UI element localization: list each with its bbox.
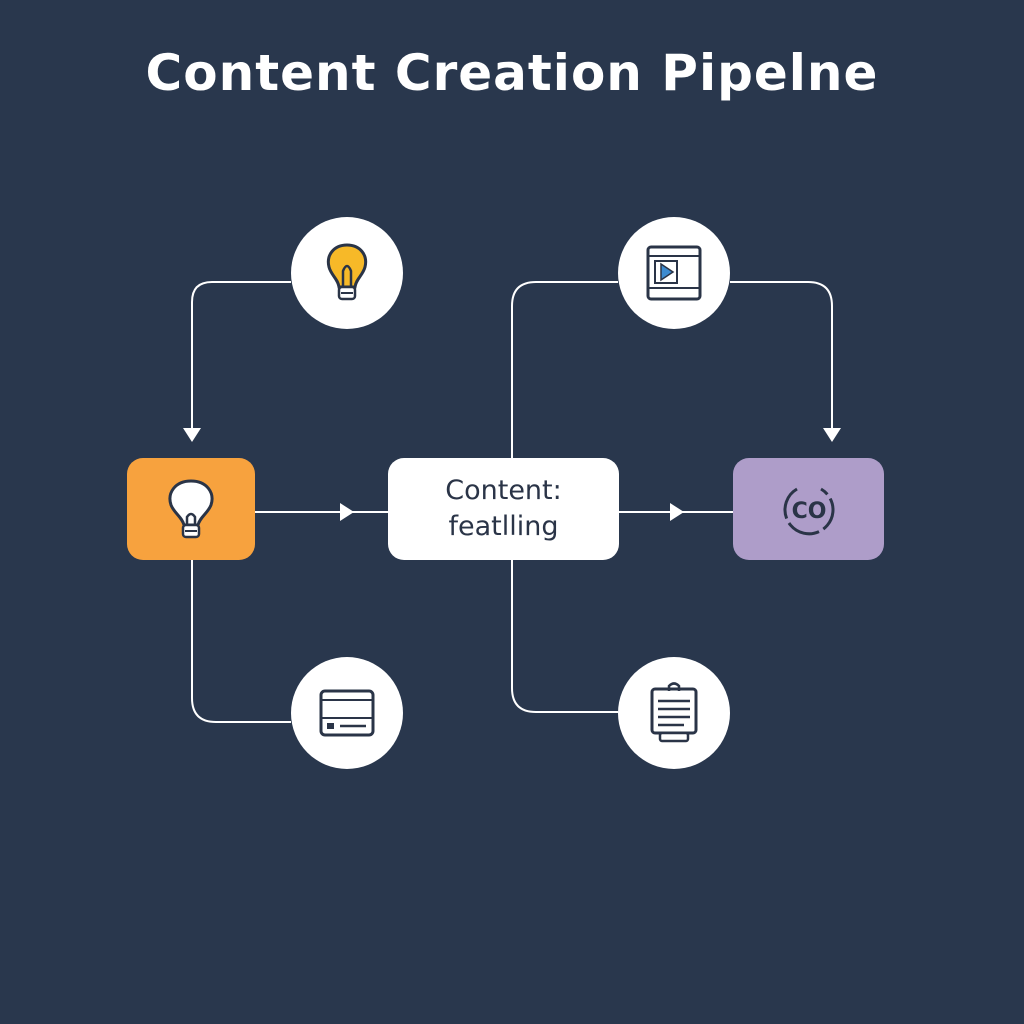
connector-center-bottom-right xyxy=(511,560,618,713)
publish-node-label: CO xyxy=(791,499,826,524)
browser-circle-node[interactable] xyxy=(291,657,403,769)
connector-top-left xyxy=(191,281,291,430)
arrowhead xyxy=(340,503,354,521)
idea-node[interactable] xyxy=(127,458,255,560)
arrowhead xyxy=(823,428,841,442)
content-node-line2: featlling xyxy=(448,511,559,542)
copyright-badge-icon: CO xyxy=(783,487,834,536)
arrowhead xyxy=(183,428,201,442)
connector-top-right-purple xyxy=(730,281,833,430)
document-circle-node[interactable] xyxy=(618,657,730,769)
video-circle-node[interactable] xyxy=(618,217,730,329)
page-title: Content Creation Pipelne xyxy=(145,44,879,102)
arrowhead xyxy=(670,503,684,521)
connector-orange-bottom-left xyxy=(191,560,291,723)
lightbulb-icon xyxy=(326,243,368,301)
idea-circle-node[interactable] xyxy=(291,217,403,329)
video-player-icon xyxy=(646,245,702,301)
content-node-line1: Content: xyxy=(445,475,562,506)
browser-window-icon xyxy=(319,689,375,737)
connector-center-top-right xyxy=(511,281,618,458)
lightbulb-icon xyxy=(168,479,214,539)
clipboard-document-icon xyxy=(650,682,698,743)
publish-node[interactable]: CO xyxy=(733,458,884,560)
content-node[interactable]: Content: featlling xyxy=(388,458,619,560)
